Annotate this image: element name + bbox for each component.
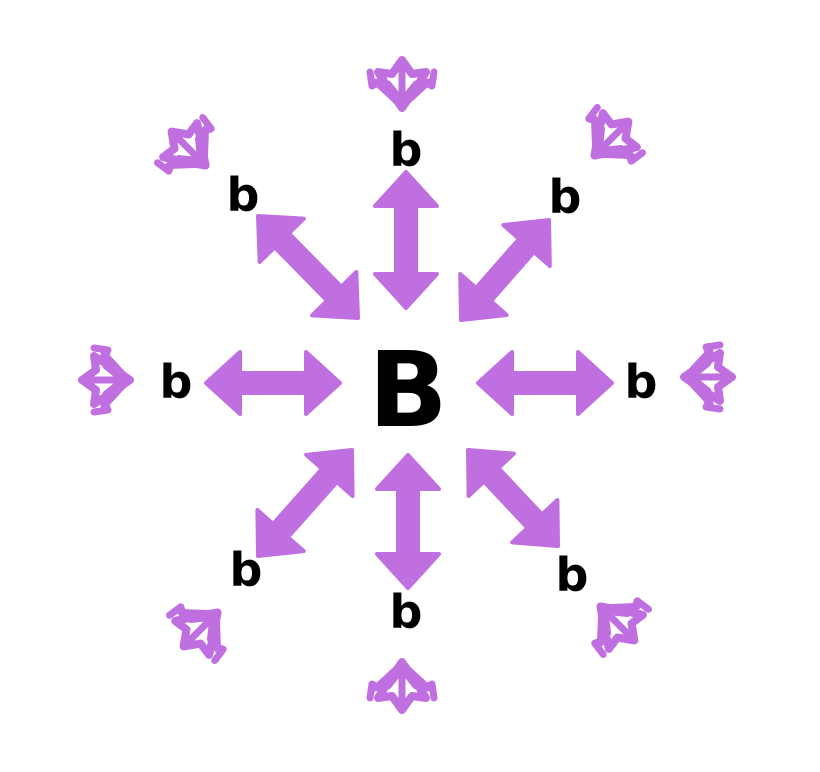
splayed-arrows-icon-bottom-left-stroke [181, 608, 222, 649]
splayed-arrows-icon-top [366, 56, 438, 112]
splayed-arrows-icon-right [680, 341, 736, 413]
node-top: b [390, 123, 423, 177]
link-arrow-top-right [458, 218, 552, 322]
node-bottom-right: b [556, 548, 589, 602]
link-arrow-top [373, 170, 439, 310]
splayed-arrows-icon-top-left [153, 113, 215, 175]
splayed-arrows-icon-top-left-stroke [169, 129, 210, 170]
link-arrow-left [204, 350, 342, 416]
link-arrows [204, 170, 614, 590]
outer-arrow-clusters [78, 56, 736, 714]
splayed-arrows-icon-bottom-right-stroke [596, 602, 637, 643]
splayed-arrows-icon-bottom-right-stroke [596, 602, 647, 653]
node-top-right: b [549, 170, 582, 224]
splayed-arrows-icon-bottom [366, 658, 438, 714]
splayed-arrows-icon-left-stroke [78, 352, 134, 408]
link-arrow-bottom-left [255, 448, 355, 558]
splayed-arrows-icon-top-right-stroke [590, 119, 631, 160]
splayed-arrows-icon-top-right-stroke [590, 109, 641, 160]
splayed-arrows-icon-right-stroke [680, 349, 736, 405]
splayed-arrows-icon-top-left-stroke [159, 119, 210, 170]
node-bottom-left: b [230, 543, 263, 597]
splayed-arrows-icon-top-stroke [374, 56, 430, 112]
link-arrow-bottom-right [466, 448, 560, 548]
splayed-arrows-icon-bottom-left-stroke [171, 608, 222, 659]
node-left: b [160, 355, 193, 409]
node-bottom: b [390, 585, 423, 639]
link-arrow-top-left [256, 214, 360, 320]
node-top-left: b [227, 168, 260, 222]
link-arrow-bottom [375, 453, 441, 590]
splayed-arrows-icon-bottom-right [591, 597, 653, 659]
splayed-arrows-icon-bottom-left [165, 603, 227, 665]
splayed-arrows-icon-left [78, 344, 134, 416]
center-node: B [368, 329, 447, 451]
link-arrow-right [476, 350, 614, 416]
splayed-arrows-icon-top-right [585, 103, 647, 165]
node-right: b [625, 355, 658, 409]
splayed-arrows-icon-bottom-stroke [374, 658, 430, 714]
